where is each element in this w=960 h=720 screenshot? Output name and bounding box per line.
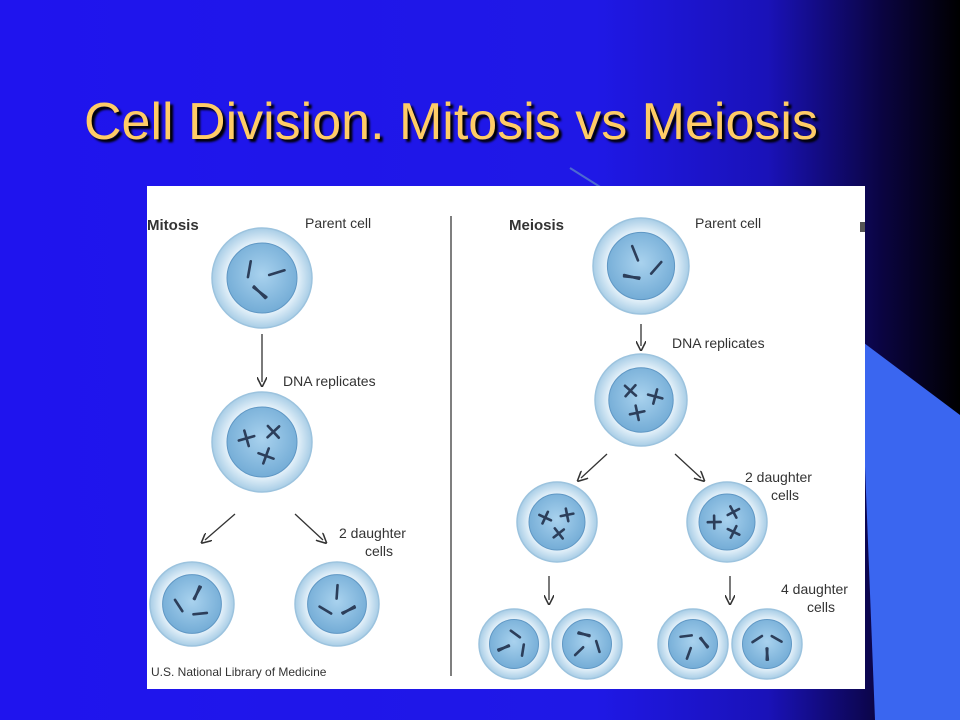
meiosis-daughter-cell-2 [687, 482, 767, 562]
cell-nucleus [529, 494, 585, 550]
mitosis-daughters-label-2: cells [365, 543, 393, 559]
slide-title: Cell Division. Mitosis vs Meiosis [84, 92, 944, 152]
cell-nucleus [227, 243, 297, 313]
meiosis-two-daughters-label-2: cells [771, 487, 799, 503]
chromosome [522, 645, 524, 656]
chromosome [337, 585, 338, 598]
meiosis-four-daughters-label-2: cells [807, 599, 835, 615]
meiosis-arrow-right [675, 454, 701, 478]
meiosis-heading: Meiosis [509, 217, 564, 234]
meiosis-parent-cell [593, 218, 689, 314]
meiosis-granddaughter-cell-2 [552, 609, 622, 679]
mitosis-replicate-label: DNA replicates [283, 373, 376, 389]
meiosis-granddaughter-cell-4 [732, 609, 802, 679]
cell-division-diagram: Mitosis Parent cell DNA replicates 2 dau… [147, 186, 865, 689]
cell-nucleus [308, 575, 367, 634]
meiosis-four-daughters-label-1: 4 daughter [781, 581, 848, 597]
mitosis-daughter-cell-2 [295, 562, 379, 646]
meiosis-granddaughter-cell-1 [479, 609, 549, 679]
meiosis-replicated-cell [595, 354, 687, 446]
mitosis-parent-cell [212, 228, 312, 328]
cells-layer [150, 218, 802, 679]
meiosis-replicate-label: DNA replicates [672, 335, 765, 351]
cell-nucleus [607, 232, 674, 299]
cell-nucleus [609, 368, 673, 432]
edge-mark [860, 222, 865, 232]
decorative-blue-shape [860, 340, 960, 720]
cell-division-figure: Mitosis Parent cell DNA replicates 2 dau… [147, 186, 865, 689]
chromosome [767, 648, 768, 659]
cell-nucleus [490, 620, 539, 669]
mitosis-arrow-left [205, 514, 235, 540]
credit-text: U.S. National Library of Medicine [151, 665, 327, 679]
mitosis-daughters-label-1: 2 daughter [339, 525, 406, 541]
cell-nucleus [563, 620, 612, 669]
cell-nucleus [743, 620, 792, 669]
mitosis-heading: Mitosis [147, 217, 199, 234]
mitosis-parent-label: Parent cell [305, 215, 371, 231]
meiosis-granddaughter-cell-3 [658, 609, 728, 679]
mitosis-replicated-cell [212, 392, 312, 492]
mitosis-daughter-cell-1 [150, 562, 234, 646]
meiosis-arrow-left [581, 454, 607, 478]
chromosome [681, 635, 692, 636]
chromosome [193, 613, 206, 614]
cell-nucleus [163, 575, 222, 634]
mitosis-arrow-right [295, 514, 323, 540]
meiosis-daughter-cell-1 [517, 482, 597, 562]
cell-nucleus [227, 407, 297, 477]
cell-nucleus [669, 620, 718, 669]
meiosis-parent-label: Parent cell [695, 215, 761, 231]
meiosis-two-daughters-label-1: 2 daughter [745, 469, 812, 485]
